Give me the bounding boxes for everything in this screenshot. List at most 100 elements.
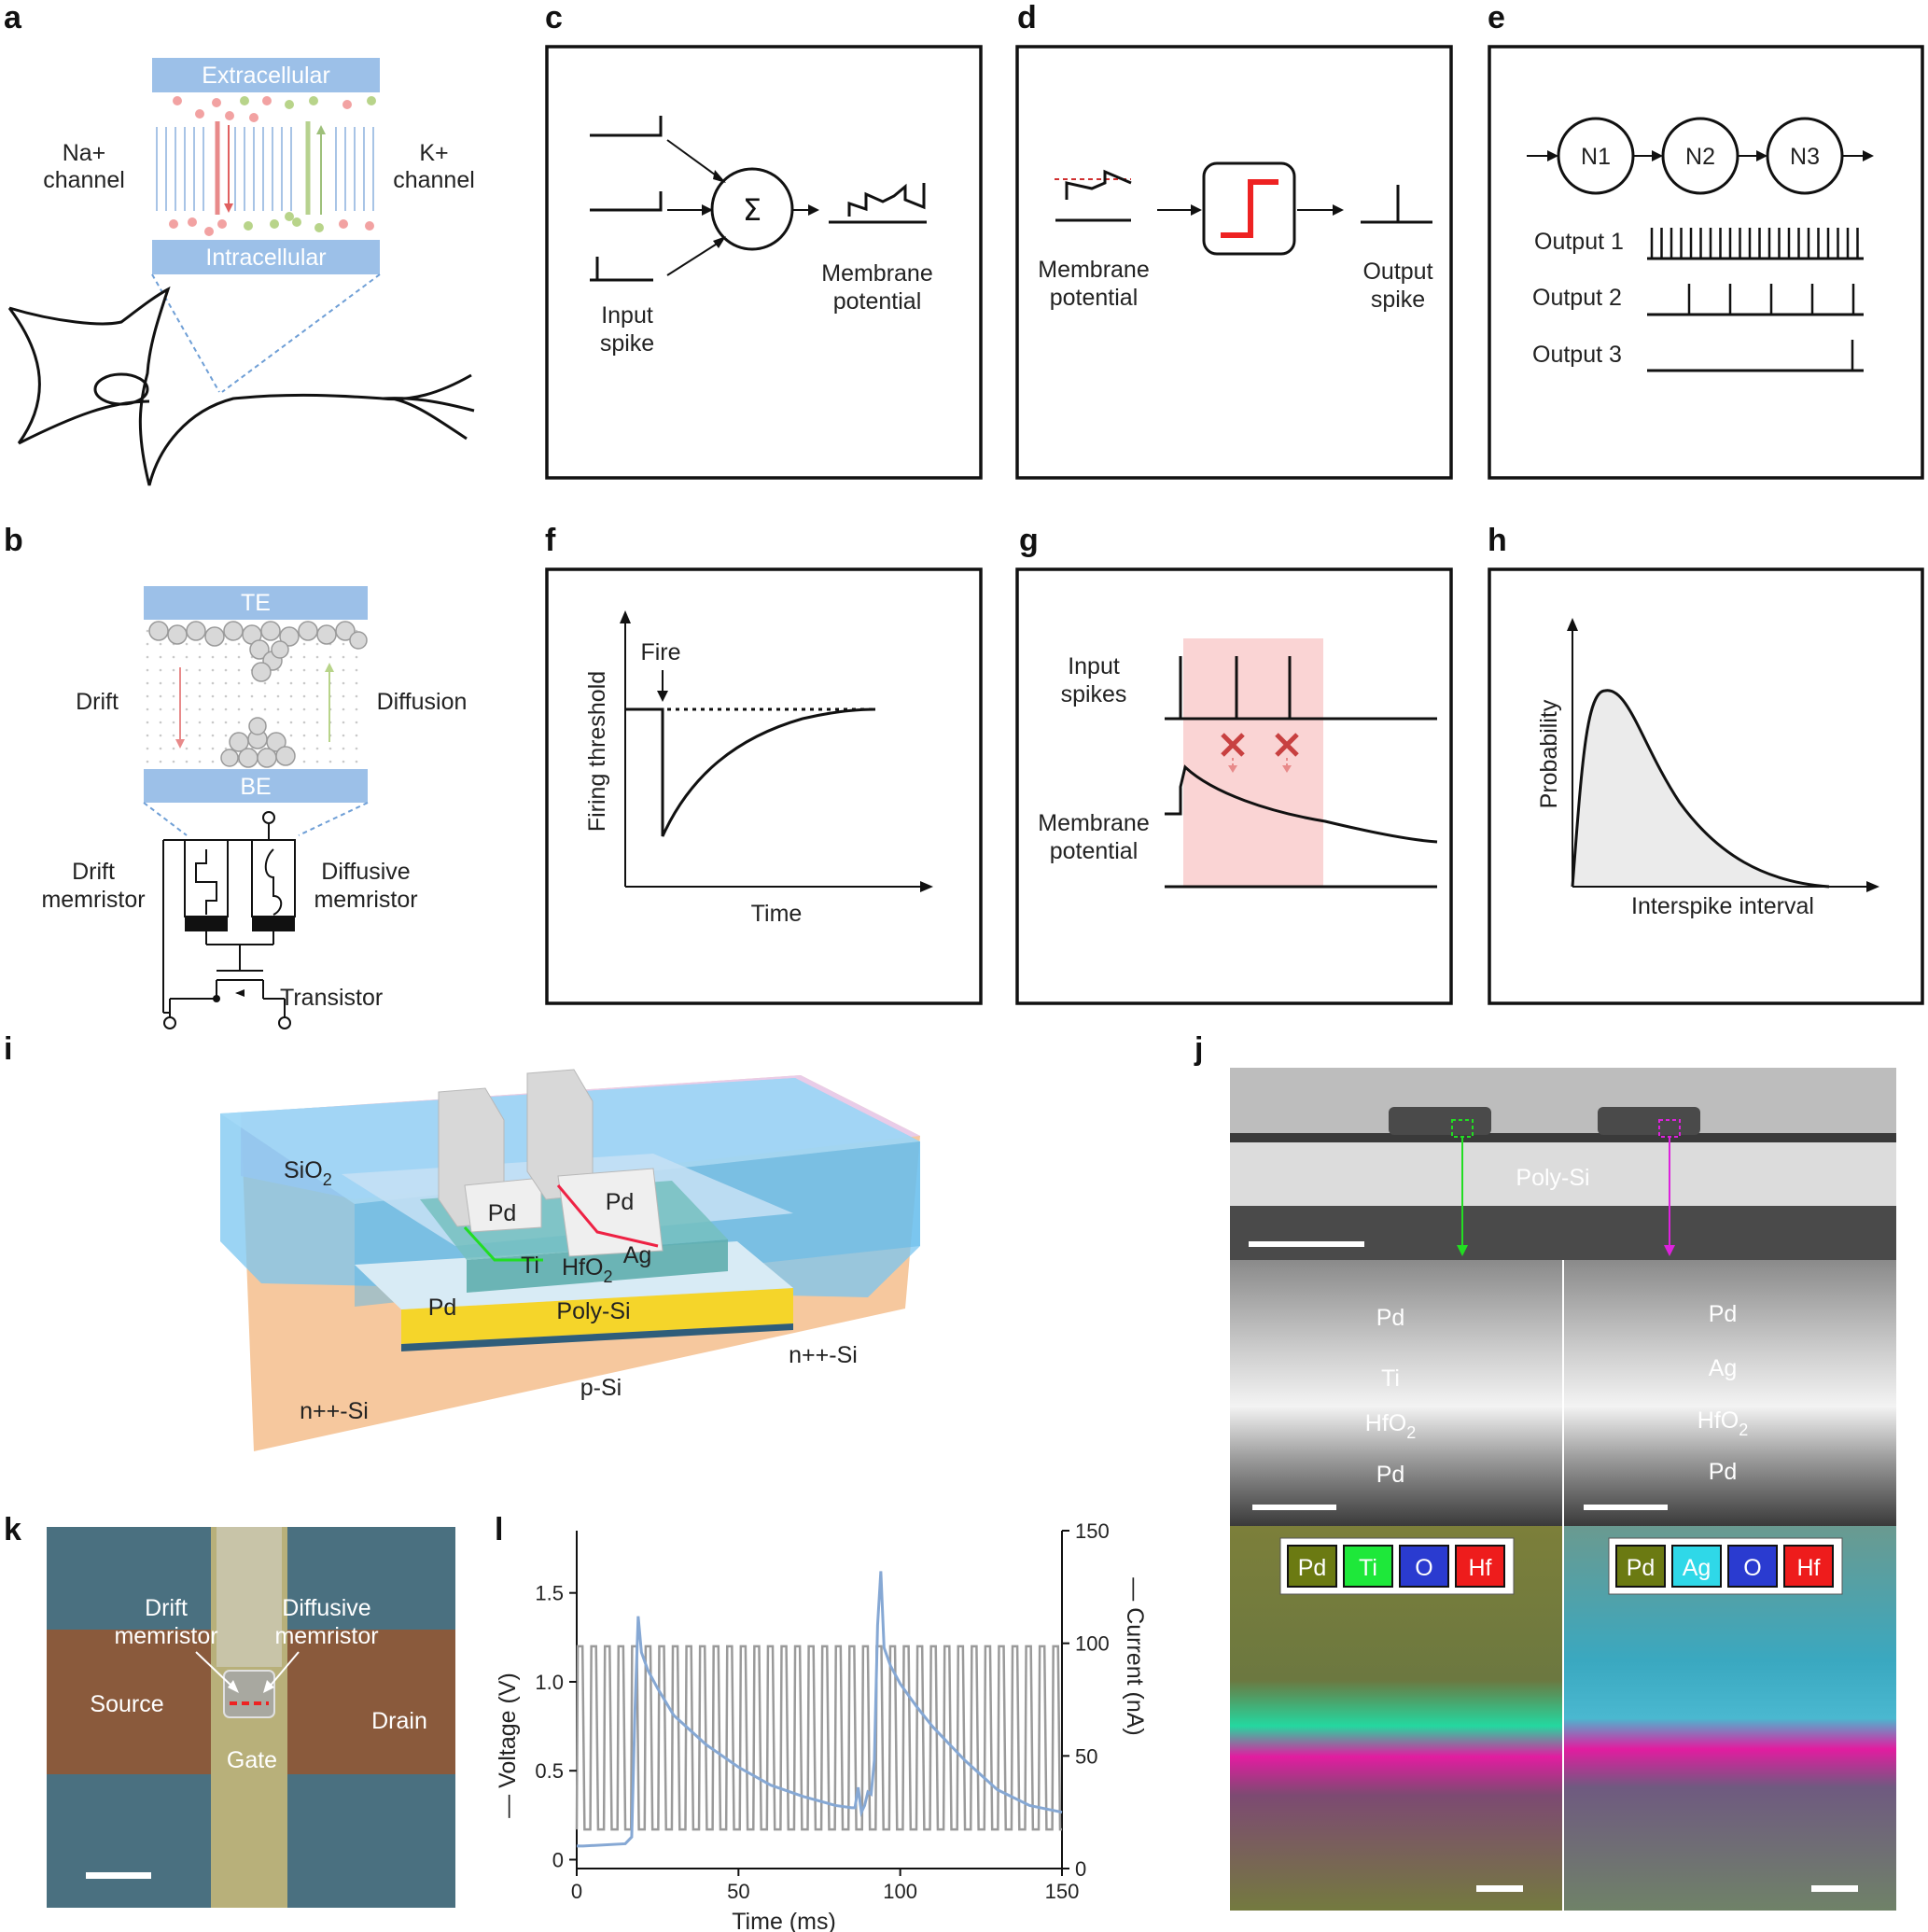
drift-pointer-head [228, 1680, 239, 1693]
legend-label: Ag [1683, 1555, 1711, 1581]
polysi-label: Poly-Si [556, 1298, 630, 1324]
summation-node [710, 167, 794, 251]
be-bar [144, 769, 368, 803]
legend-swatch [1727, 1545, 1778, 1588]
ti-interface [463, 1225, 543, 1262]
output2-label: Output 2 [1532, 285, 1622, 311]
l-y2-tick-label: 50 [1075, 1744, 1097, 1768]
output-spike-d [1361, 185, 1432, 224]
tem-device-right [1598, 1107, 1700, 1135]
pd-top-left-label: Pd [488, 1200, 517, 1226]
output1-label: Output 1 [1534, 229, 1624, 255]
tem-right-hfo2: HfO2 [1697, 1407, 1748, 1439]
diffusive-pointer [268, 1651, 300, 1688]
h-x-axis-head [1866, 881, 1879, 892]
panel-h-box [1488, 567, 1924, 1005]
output-spike-label-2: spike [1371, 287, 1425, 313]
scalebar-eds-left [1476, 1885, 1523, 1892]
l-y-tick-label: 1.0 [535, 1671, 564, 1694]
input-spike-1 [590, 116, 663, 137]
diffusion-label: Diffusion [377, 689, 468, 715]
output-spike-trains [1647, 228, 1864, 372]
membrane-label-d-1: Membrane [1038, 257, 1150, 283]
pd-top-right-label: Pd [606, 1189, 635, 1215]
input-spike-3 [590, 257, 653, 282]
neuron-outline [7, 286, 475, 486]
tem-left-ti: Ti [1381, 1365, 1400, 1392]
l-y-tick-label: 0 [552, 1848, 564, 1871]
panel-label-f: f [545, 523, 556, 558]
h-y-axis-head [1567, 618, 1578, 631]
panel-d-box [1015, 45, 1453, 480]
silver-clusters [148, 621, 368, 768]
panel-i: i SiO2 Pd Pd Ti HfO2 Ag Pd Poly-Si p-Si … [4, 1031, 920, 1451]
diffusive-pointer-head [263, 1680, 274, 1693]
scalebar-tem-left [1252, 1505, 1336, 1510]
tem-left-pd-bot: Pd [1376, 1462, 1405, 1488]
tem-polysi-label: Poly-Si [1516, 1165, 1589, 1191]
k-diffusive-label-1: Diffusive [282, 1595, 370, 1621]
legend-swatch [1615, 1545, 1666, 1588]
panel-label-l: l [495, 1512, 503, 1547]
output-spike-label-1: Output [1362, 259, 1432, 285]
polysi-bottom [401, 1323, 793, 1351]
te-label: TE [241, 590, 271, 616]
psi-label: p-Si [580, 1375, 622, 1401]
intracellular-label: Intracellular [205, 245, 326, 271]
k-drain-label: Drain [371, 1708, 427, 1734]
k-label-1: K+ [419, 140, 448, 166]
zoom-line-b-right [298, 802, 369, 836]
legend-swatch [1671, 1545, 1722, 1588]
tem-left-pd-top: Pd [1376, 1305, 1405, 1331]
voltage-series [575, 1645, 1062, 1831]
ag-label: Ag [623, 1242, 652, 1268]
membrane-label-c-1: Membrane [821, 260, 933, 287]
k-arrow-head [316, 125, 326, 134]
legend-label: Pd [1627, 1555, 1656, 1581]
h-ylabel: Probability [1536, 699, 1562, 808]
f-y-axis-head [620, 610, 631, 623]
k-drift-label-1: Drift [145, 1595, 188, 1621]
legend-swatch [1399, 1545, 1449, 1588]
f-x-axis-head [920, 881, 933, 892]
nsi-left-label: n++-Si [300, 1398, 369, 1424]
hfo2-layer [467, 1239, 728, 1293]
drift-pointer [195, 1651, 234, 1688]
current-series [577, 1571, 1063, 1848]
drift-memristor-label-1: Drift [72, 859, 115, 885]
extracellular-label: Extracellular [202, 63, 330, 89]
drift-arrow-head [175, 739, 185, 749]
arrow-in-3 [666, 242, 720, 276]
panel-d: d Membrane potential Output spike [1015, 0, 1453, 480]
g-input-label-1: Input [1068, 653, 1120, 679]
polysi-layer [401, 1288, 793, 1344]
scalebar-eds-right [1811, 1885, 1858, 1892]
arrow-e-3-head [1863, 150, 1874, 161]
k-drift-label-2: memristor [114, 1623, 217, 1649]
panel-b: b TE BE Drift Diffusion [4, 523, 467, 1029]
f-threshold-curve [625, 707, 876, 837]
tem-right-ag: Ag [1709, 1355, 1738, 1381]
intracellular-bar [152, 240, 380, 274]
tem-right-pd-top: Pd [1709, 1301, 1738, 1327]
diffusion-arrow-head [325, 663, 334, 672]
tem-overview-polysi [1230, 1142, 1896, 1206]
arrow-in-3-head [713, 236, 726, 248]
legend-swatch [1343, 1545, 1393, 1588]
arrow-in-1 [666, 139, 720, 178]
ag-interface [556, 1184, 659, 1248]
panel-a: a Extracellular Intracellular [4, 0, 475, 486]
panel-label-k: k [4, 1512, 21, 1547]
be-label: BE [240, 774, 271, 800]
panel-c-box [545, 45, 983, 480]
panel-e: e N1 N2 N3 Output 1 Output 2 Output 3 [1488, 0, 1924, 480]
arrow-d-out-head [1333, 204, 1344, 216]
node-n1-label: N1 [1581, 144, 1611, 170]
l-y2label: — Current (nA) [1122, 1577, 1148, 1736]
l-y2-tick-label: 100 [1075, 1632, 1110, 1656]
legend-label: Ti [1359, 1555, 1377, 1581]
arrow-e-0-head [1547, 150, 1558, 161]
legend-label: O [1743, 1555, 1761, 1581]
